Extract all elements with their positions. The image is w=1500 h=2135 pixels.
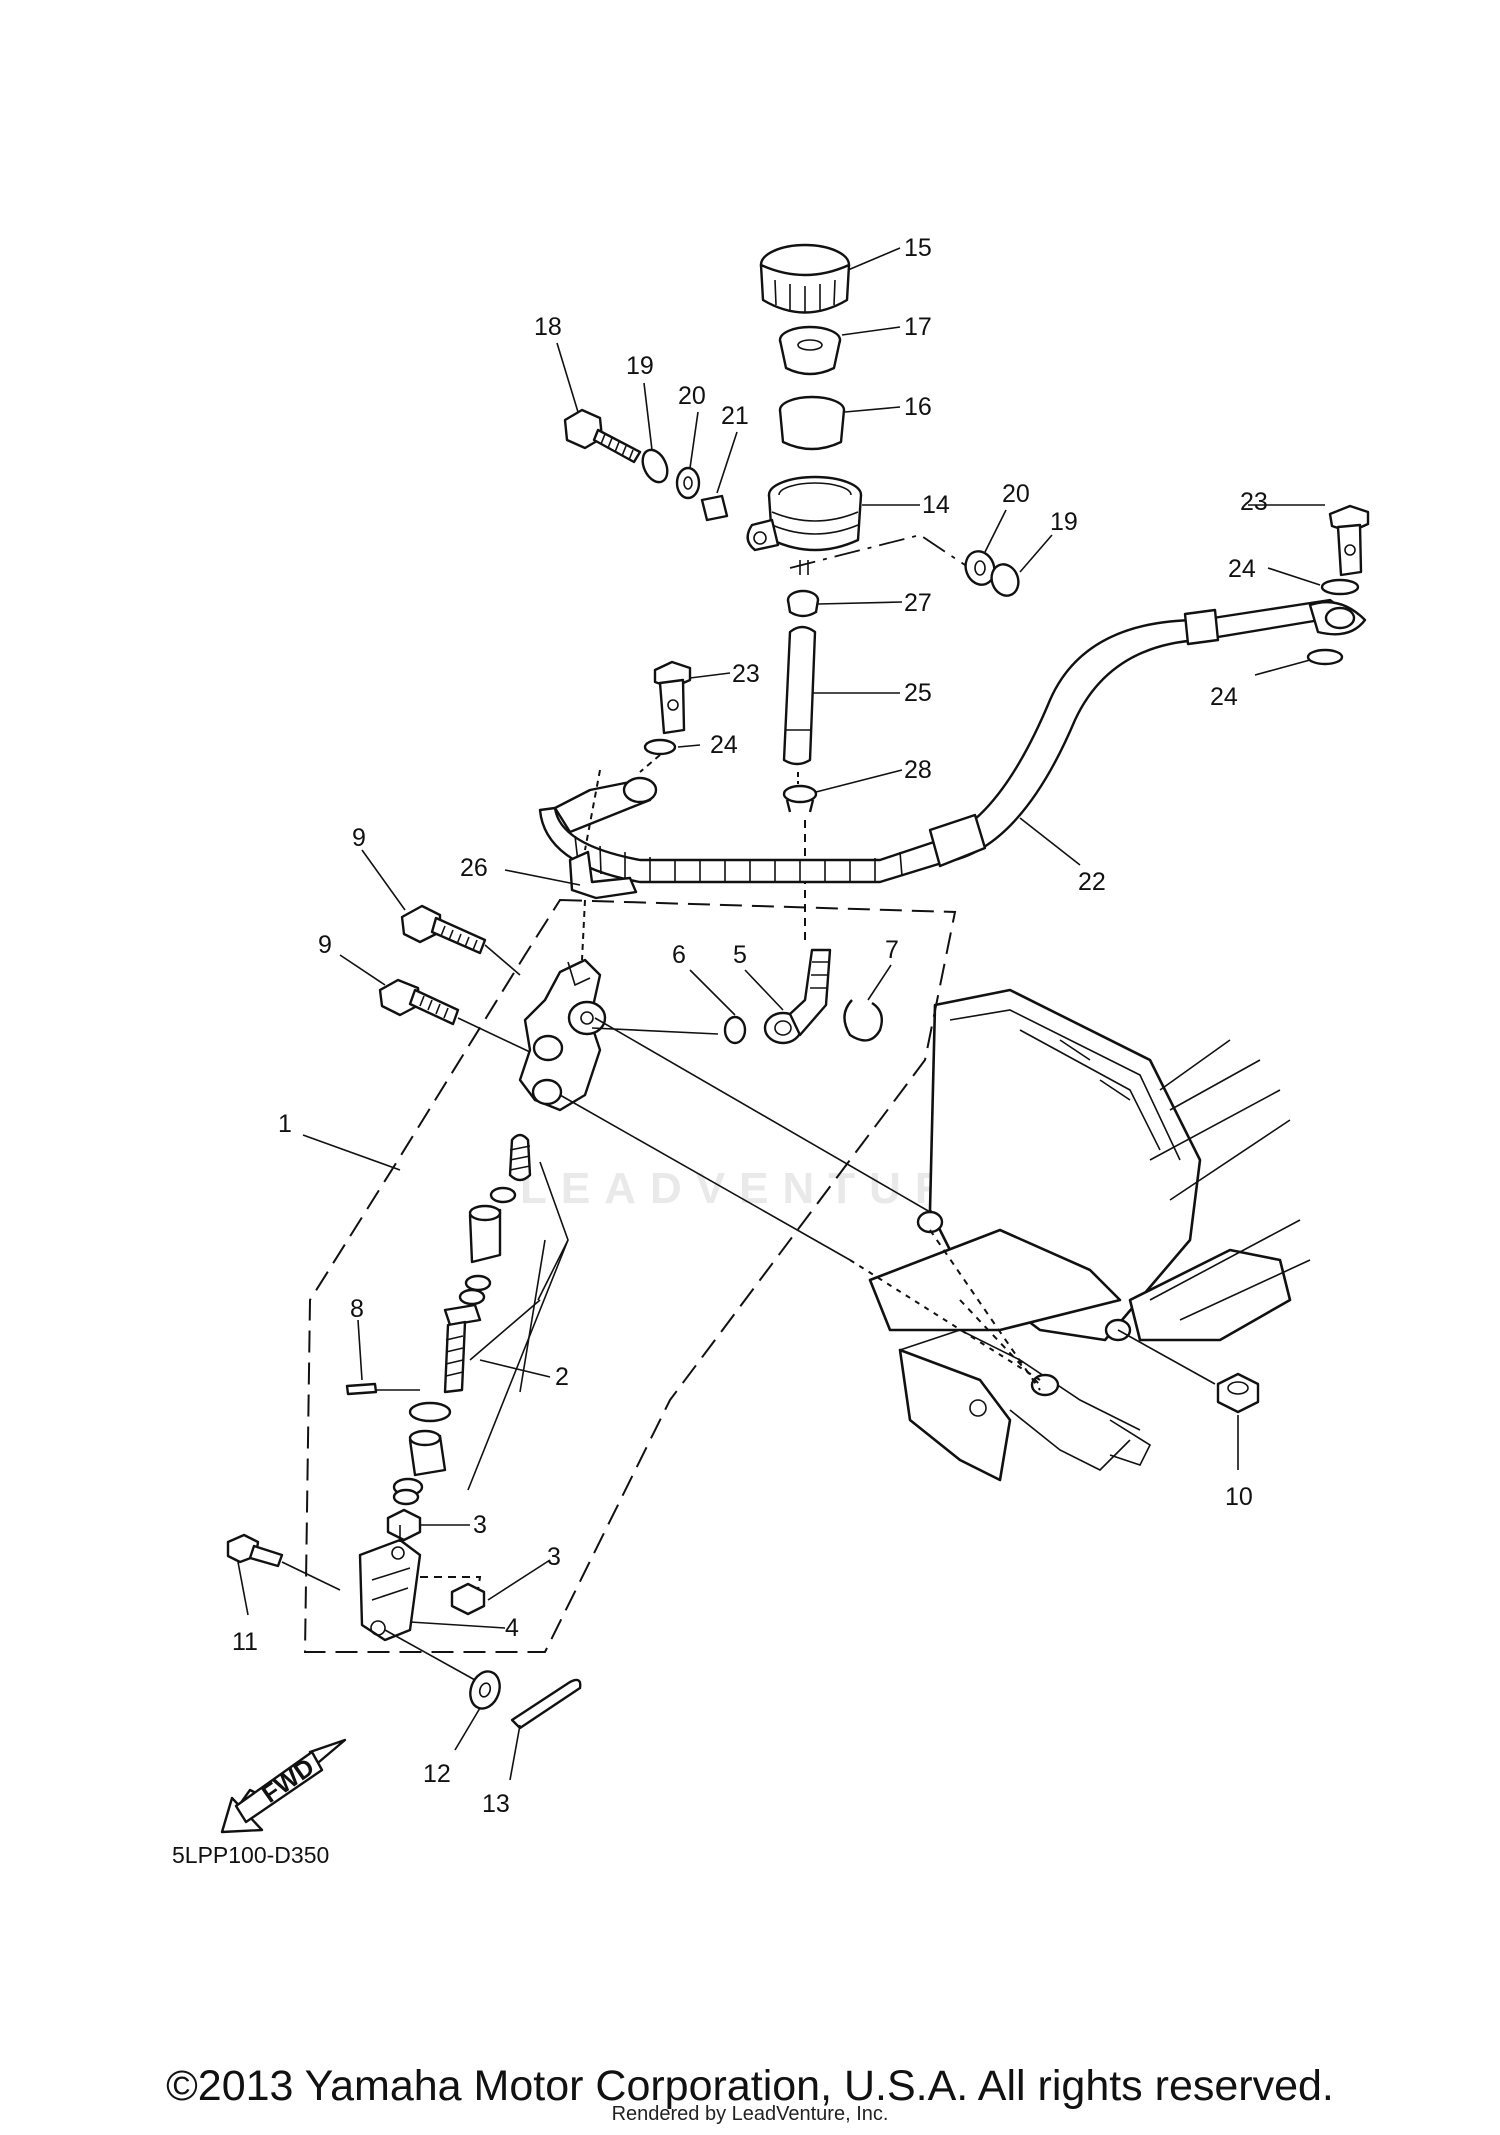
rendered-by-notice: Rendered by LeadVenture, Inc. (611, 2103, 889, 2125)
callout-4: 4 (505, 1614, 519, 1642)
callout-17: 17 (904, 313, 932, 341)
copyright-notice: ©2013 Yamaha Motor Corporation, U.S.A. A… (166, 2062, 1334, 2110)
clevis-pin-11[interactable] (226, 1533, 284, 1568)
callout-18: 18 (534, 313, 562, 341)
callout-24b: 24 (1228, 555, 1256, 583)
collar-20-left[interactable] (675, 466, 701, 500)
callout-2: 2 (555, 1363, 569, 1391)
callout-26: 26 (460, 854, 488, 882)
callout-22: 22 (1078, 868, 1106, 896)
mount-bolt-9-lower[interactable] (378, 978, 460, 1026)
o-ring-6[interactable] (723, 1015, 747, 1045)
callout-16: 16 (904, 393, 932, 421)
callout-9a: 9 (352, 824, 366, 852)
cotter-pin-13[interactable] (510, 1678, 582, 1730)
callout-1: 1 (278, 1110, 292, 1138)
circlip-7[interactable] (843, 999, 883, 1042)
pin-21[interactable] (700, 494, 729, 522)
washer-24-right-bottom[interactable] (1306, 648, 1344, 666)
callout-25: 25 (904, 679, 932, 707)
diagram-code: 5LPP100-D350 (172, 1842, 330, 1868)
master-cylinder-body[interactable] (518, 958, 607, 1112)
frame-structure (868, 988, 1311, 1482)
diaphragm-plate[interactable] (778, 325, 842, 376)
master-cylinder-kit[interactable] (443, 1133, 532, 1394)
callout-23b: 23 (1240, 488, 1268, 516)
hose-clamp-28[interactable] (782, 784, 818, 813)
clevis-4[interactable] (358, 1538, 422, 1642)
pin-8[interactable] (345, 1382, 378, 1396)
hose-clamp-27[interactable] (786, 589, 820, 618)
reservoir-cap[interactable] (759, 243, 851, 314)
callout-14: 14 (922, 491, 950, 519)
callout-5: 5 (733, 941, 747, 969)
callout-10: 10 (1225, 1483, 1253, 1511)
hose-joint-5[interactable] (763, 948, 832, 1045)
nut-3-lower[interactable] (450, 1582, 486, 1616)
fwd-arrow (220, 1738, 347, 1834)
callout-6: 6 (672, 941, 686, 969)
callout-8: 8 (350, 1295, 364, 1323)
callout-28: 28 (904, 756, 932, 784)
collar-20-right[interactable] (961, 547, 999, 589)
callout-19b: 19 (1050, 508, 1078, 536)
callout-20a: 20 (678, 382, 706, 410)
callout-3a: 3 (473, 1511, 487, 1539)
union-bolt-23-left[interactable] (653, 660, 692, 735)
reservoir-hose[interactable] (782, 625, 817, 766)
callout-12: 12 (423, 1760, 451, 1788)
mount-bolt-9-upper[interactable] (400, 904, 487, 955)
callout-labels: 1 2 3 3 4 5 6 7 8 9 9 10 11 12 13 14 15 … (232, 234, 1268, 1818)
union-bolt-23-right[interactable] (1328, 504, 1370, 577)
washer-24-right-top[interactable] (1320, 578, 1360, 596)
reservoir-bolt[interactable] (563, 408, 642, 464)
callout-3b: 3 (547, 1543, 561, 1571)
nut-3-upper[interactable] (386, 1508, 422, 1542)
diaphragm[interactable] (778, 395, 846, 451)
callout-19a: 19 (626, 352, 654, 380)
callout-21: 21 (721, 402, 749, 430)
callout-11: 11 (232, 1628, 258, 1656)
reservoir-tank[interactable] (746, 475, 863, 575)
callout-15: 15 (904, 234, 932, 262)
callout-20b: 20 (1002, 480, 1030, 508)
boot[interactable] (392, 1401, 452, 1506)
nut-10[interactable] (1216, 1372, 1260, 1414)
washer-12[interactable] (465, 1667, 504, 1712)
callout-24c: 24 (1210, 683, 1238, 711)
brake-hose[interactable] (538, 598, 1367, 884)
washer-19-right[interactable] (987, 561, 1022, 600)
hose-guide[interactable] (568, 850, 638, 900)
callout-13: 13 (482, 1790, 510, 1818)
watermark: LEADVENTURE (520, 1164, 1005, 1213)
washer-19-left[interactable] (638, 446, 672, 486)
assembly-boundary (303, 898, 957, 1653)
callout-23a: 23 (732, 660, 760, 688)
callout-7: 7 (885, 936, 899, 964)
leader-lines (237, 247, 1325, 1781)
washer-24-left[interactable] (643, 738, 677, 756)
callout-27: 27 (904, 589, 932, 617)
callout-9b: 9 (318, 931, 332, 959)
callout-24a: 24 (710, 731, 738, 759)
